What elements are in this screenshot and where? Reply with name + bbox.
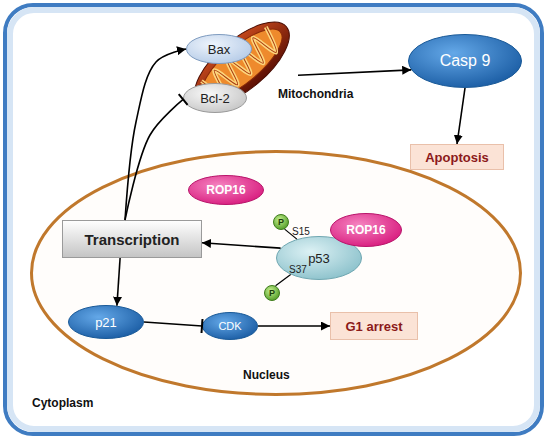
cell-membrane — [5, 5, 542, 434]
ellipse-shape — [409, 35, 522, 88]
phosphate-circle: P — [273, 214, 289, 230]
node-label: Nucleus — [243, 368, 290, 382]
node-label: Transcription — [62, 220, 202, 258]
residue-label: S15 — [292, 226, 310, 237]
node-label: Bax — [186, 34, 252, 64]
activation-arrow — [298, 70, 411, 75]
caspase-ellipse: Casp 9 — [408, 34, 522, 88]
mitochondria-drawing — [181, 8, 302, 121]
ellipse-shape — [69, 306, 144, 339]
shape-outline — [30, 150, 522, 396]
node-label: p21 — [68, 305, 144, 339]
ellipse-shape — [203, 313, 258, 340]
protein-ellipse: Bcl-2 — [183, 83, 247, 113]
inhibition-connector — [144, 322, 202, 326]
ellipse-shape — [265, 286, 280, 301]
protein-ellipse: Bax — [186, 34, 252, 64]
outer-membrane — [181, 8, 302, 121]
ellipse-shape — [331, 214, 402, 247]
outcome-box: G1 arrest — [330, 312, 418, 340]
protein-ellipse: ROP16 — [188, 175, 264, 205]
ellipse-shape — [274, 215, 289, 230]
nucleus-outline: NucleusROP16PROP16p53TranscriptionPp21CD… — [30, 150, 522, 396]
outcome-box: Apoptosis — [410, 144, 504, 170]
activation-arrow — [258, 325, 330, 327]
node-label: P — [264, 285, 280, 301]
cell-outline: Cytoplasm Mitochondria BaxBcl-2 Casp 9 Apopt… — [3, 3, 544, 436]
rect-shape — [411, 145, 504, 170]
phospho-link — [276, 275, 291, 286]
ellipse-shape — [277, 237, 362, 280]
activation-arrow — [125, 49, 186, 220]
node-label: Casp 9 — [408, 34, 522, 88]
node-label: Bcl-2 — [183, 83, 247, 113]
phospho-link — [285, 229, 297, 239]
activation-arrow — [117, 258, 120, 306]
node-label: P — [273, 214, 289, 230]
protein-ellipse: ROP16 — [330, 213, 402, 247]
protein-ellipse: CDK — [202, 312, 258, 340]
activation-arrow — [457, 88, 465, 144]
membrane-glow — [10, 10, 537, 429]
rect-shape — [331, 313, 418, 340]
node-label: CDK — [202, 312, 258, 340]
ellipse-shape — [189, 176, 264, 205]
node-label: Mitochondria — [278, 87, 353, 101]
ellipse-shape — [184, 84, 247, 113]
activation-arrow — [202, 243, 281, 248]
process-box: Transcription — [62, 220, 202, 258]
residue-label: S37 — [289, 264, 307, 275]
ellipse-shape — [32, 152, 521, 395]
node-label: G1 arrest — [330, 312, 418, 340]
rect-shape — [63, 221, 202, 258]
node-label: Cytoplasm — [32, 396, 93, 410]
ellipse-shape — [187, 35, 252, 64]
inhibition-connector — [125, 99, 183, 220]
node-label: ROP16 — [188, 175, 264, 205]
protein-ellipse: p21 — [68, 305, 144, 339]
node-label: ROP16 — [330, 213, 402, 247]
node-label: Apoptosis — [410, 144, 504, 170]
phosphate-circle: P — [264, 285, 280, 301]
